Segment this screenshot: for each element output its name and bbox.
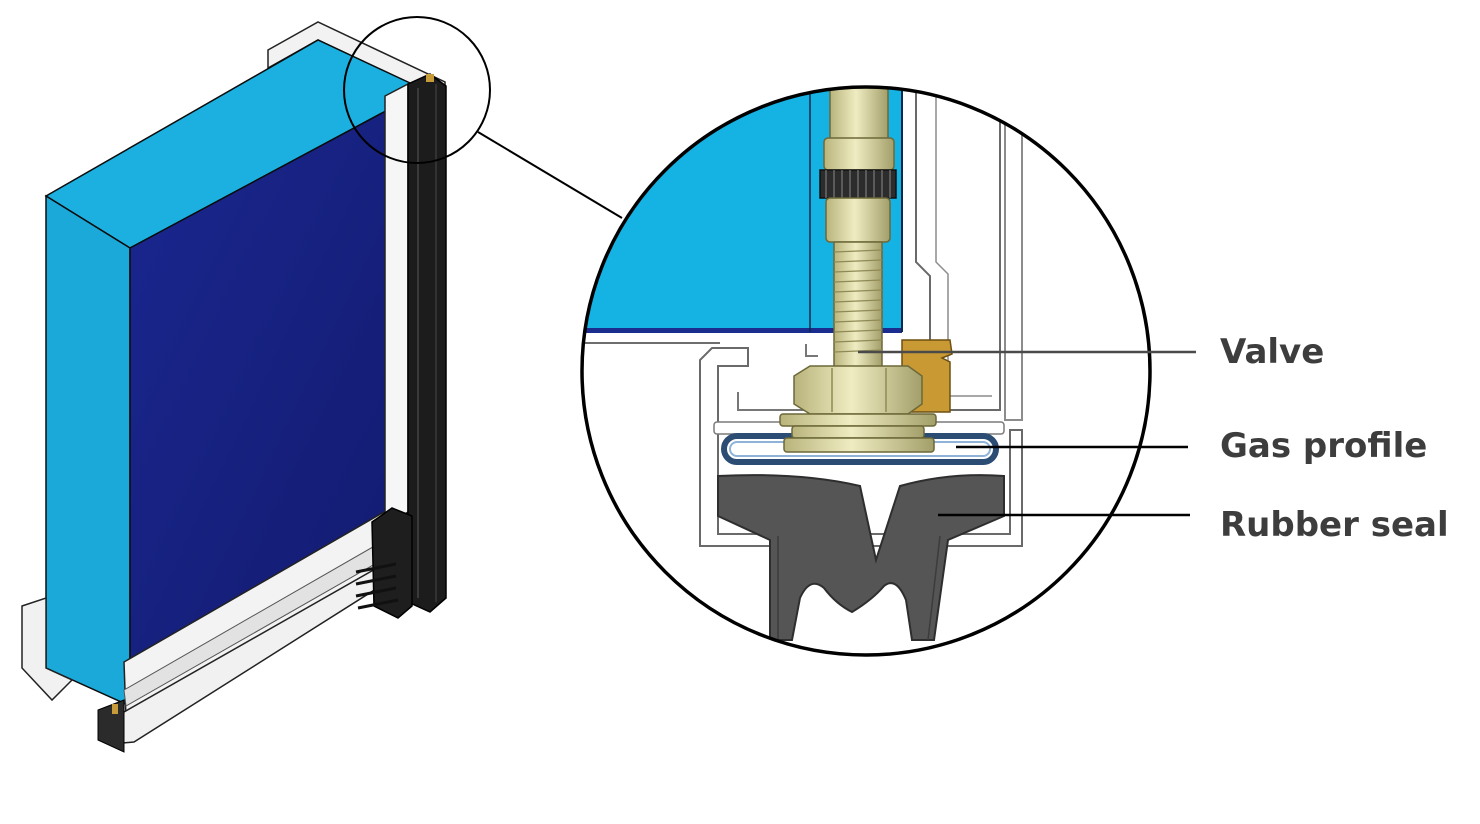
bottom-left-profile [21,596,74,702]
window-3d-view [21,21,447,753]
glass-left-edge [45,194,131,708]
zoom-aluminium-channel [699,347,1023,547]
right-frame-white [384,82,409,528]
right-rubber-seal [407,73,447,613]
leader-line-icon [477,131,623,219]
magnifier-circle-icon [343,16,491,164]
zoom-circle [580,85,1152,657]
valve-label: Valve [1220,332,1325,372]
gas-profile-label: Gas profile [1220,426,1428,466]
rubber-seal-label: Rubber seal [1220,505,1449,545]
zoom-valve [779,87,937,453]
zoom-detail [582,87,1150,655]
corner-fins [355,562,399,610]
